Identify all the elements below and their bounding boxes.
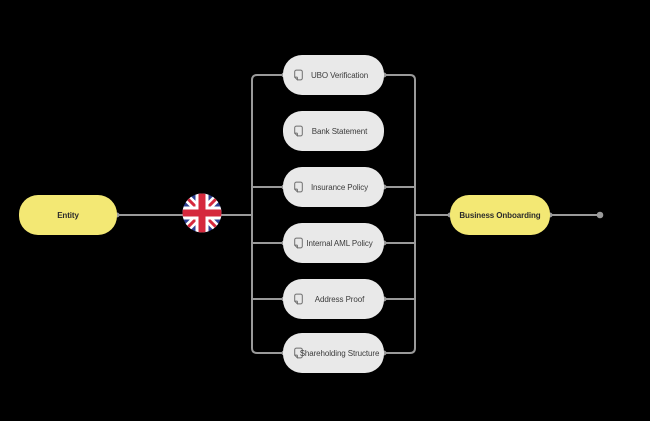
doc-node-label: UBO Verification: [310, 70, 369, 80]
doc-node-insurance-policy[interactable]: Insurance Policy: [283, 167, 384, 207]
entity-node-label: Entity: [57, 210, 79, 220]
business-onboarding-node-label: Business Onboarding: [459, 210, 541, 220]
doc-node-address-proof[interactable]: Address Proof: [283, 279, 384, 319]
doc-node-label: Address Proof: [314, 294, 365, 304]
document-icon: [294, 69, 303, 81]
doc-node-internal-aml-policy[interactable]: Internal AML Policy: [283, 223, 384, 263]
document-icon: [294, 237, 303, 249]
document-icon: [294, 347, 303, 359]
doc-node-label: Internal AML Policy: [306, 238, 373, 248]
doc-node-ubo-verification[interactable]: UBO Verification: [283, 55, 384, 95]
business-onboarding-node[interactable]: Business Onboarding: [450, 195, 550, 235]
doc-node-label: Bank Statement: [311, 126, 368, 136]
doc-node-label: Shareholding Structure: [299, 348, 380, 358]
entity-node[interactable]: Entity: [19, 195, 117, 235]
doc-node-bank-statement[interactable]: Bank Statement: [283, 111, 384, 151]
doc-node-shareholding-structure[interactable]: Shareholding Structure: [283, 333, 384, 373]
uk-flag-icon[interactable]: [182, 193, 222, 233]
document-icon: [294, 181, 303, 193]
flow-end-marker: [596, 211, 604, 219]
doc-node-label: Insurance Policy: [310, 182, 369, 192]
document-icon: [294, 293, 303, 305]
document-icon: [294, 125, 303, 137]
